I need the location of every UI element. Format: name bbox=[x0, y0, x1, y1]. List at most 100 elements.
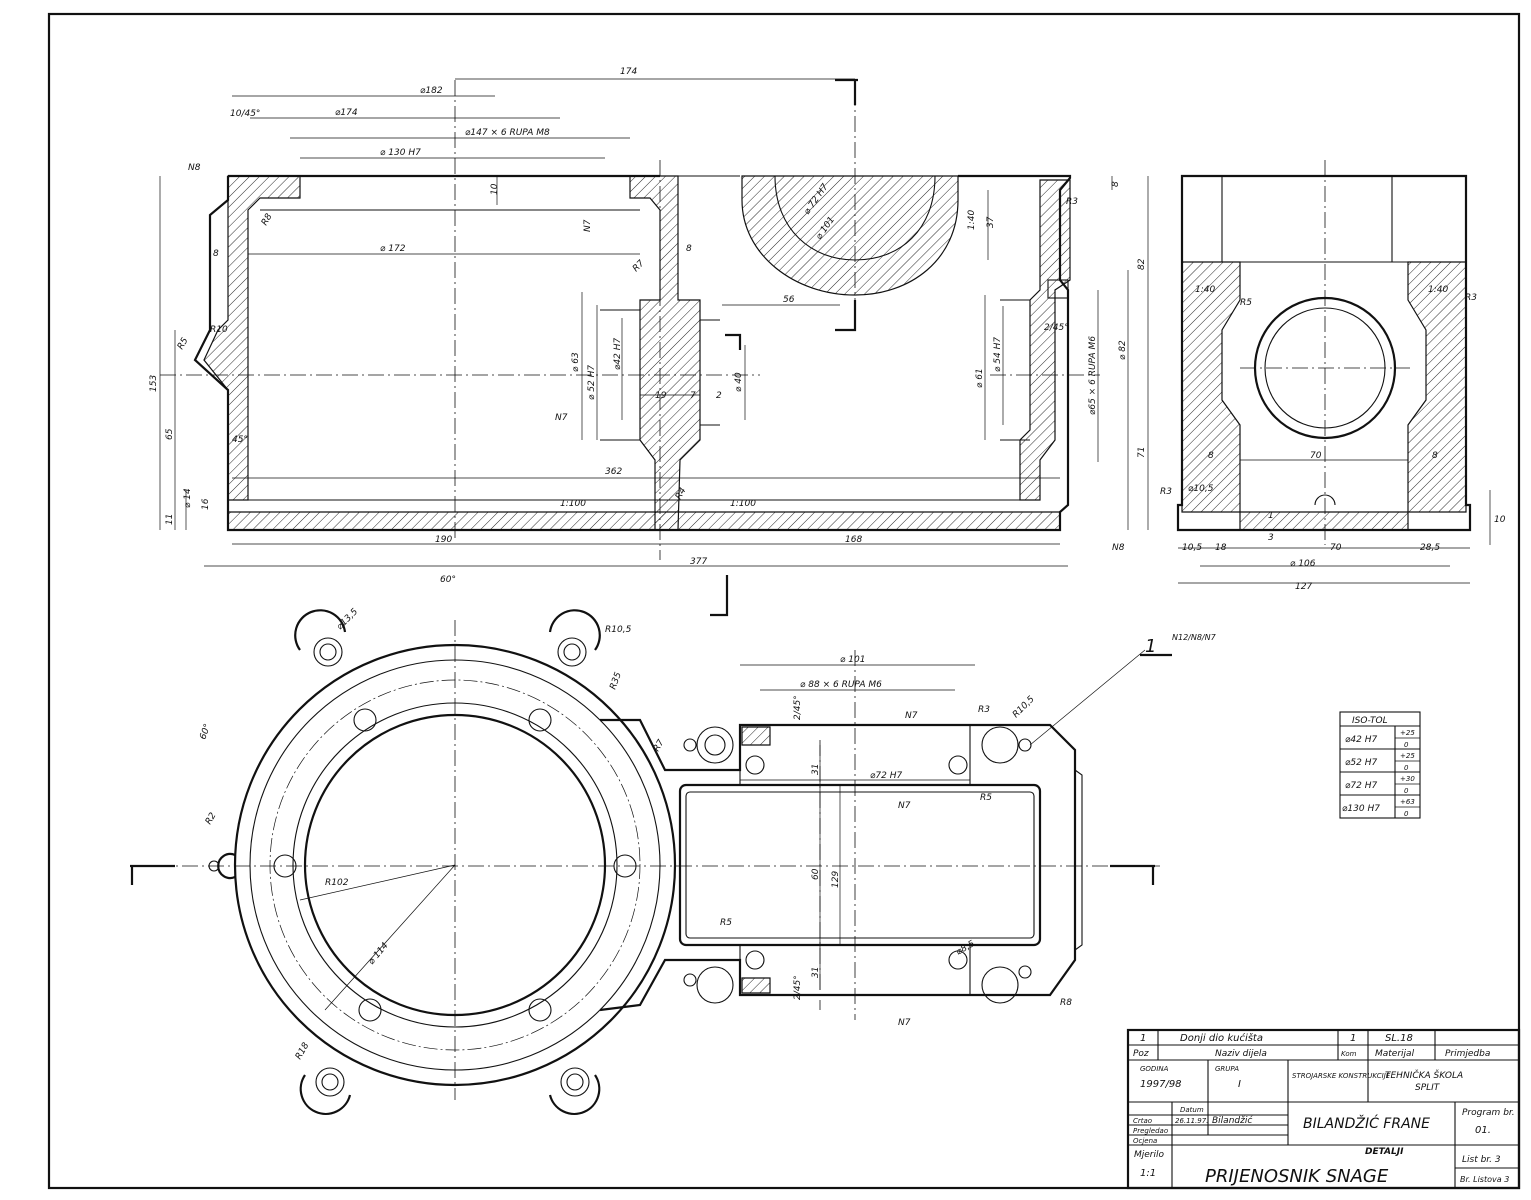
dim-168: 168 bbox=[845, 535, 862, 545]
plan-chamfer-b: 2/45° bbox=[793, 975, 803, 1000]
tb-col-kom: Kom bbox=[1341, 1050, 1357, 1058]
tb-sheet-ref: SL.18 bbox=[1385, 1033, 1413, 1044]
iso-row-lower: 0 bbox=[1404, 764, 1409, 772]
iso-tol-title: ISO-TOL bbox=[1352, 716, 1388, 726]
dim-362: 362 bbox=[605, 467, 622, 477]
iso-row-name: ⌀72 H7 bbox=[1345, 781, 1377, 791]
plan-holes-m6: ⌀ 88 × 6 RUPA M6 bbox=[800, 680, 882, 690]
plan-surface-n7a: N7 bbox=[905, 711, 918, 721]
plan-r-102: R102 bbox=[325, 878, 349, 888]
tb-title: PRIJENOSNIK SNAGE bbox=[1205, 1166, 1389, 1187]
dim-174: ⌀174 bbox=[335, 108, 358, 118]
plan-r-5: R5 bbox=[980, 793, 992, 803]
side-taper-2: 1:40 bbox=[1428, 285, 1448, 295]
tb-col-name: Naziv dijela bbox=[1215, 1049, 1267, 1059]
side-r-5: R5 bbox=[1240, 298, 1252, 308]
dim-61: ⌀ 61 bbox=[975, 368, 985, 388]
dim-63: ⌀ 63 bbox=[571, 352, 581, 372]
plan-r-35: R35 bbox=[608, 671, 624, 691]
side-dim-h10: 10 bbox=[1494, 515, 1506, 525]
iso-row-lower: 0 bbox=[1404, 810, 1409, 818]
plan-ang-60b: 60° bbox=[198, 723, 213, 741]
dim-2: 2 bbox=[716, 391, 722, 401]
tb-qty2: 1 bbox=[1350, 1033, 1356, 1044]
iso-row-upper: +25 bbox=[1400, 729, 1415, 737]
side-dim-106: ⌀ 106 bbox=[1290, 559, 1316, 569]
dim-174-top: 174 bbox=[620, 67, 637, 77]
dim-40: ⌀ 40 bbox=[734, 372, 744, 392]
plan-surface-n7c: N7 bbox=[898, 1018, 911, 1028]
tb-crtao: Crtao bbox=[1133, 1117, 1152, 1125]
dim-v10: 10 bbox=[490, 183, 500, 195]
tb-program-label: Program br. bbox=[1462, 1108, 1515, 1118]
tb-part-name: Donji dio kućišta bbox=[1180, 1032, 1263, 1044]
side-dim-8a: 8 bbox=[1208, 451, 1214, 461]
side-dim-h1: 1 bbox=[1268, 511, 1274, 521]
dim-54: ⌀ 54 H7 bbox=[993, 337, 1003, 372]
dim-v82: 82 bbox=[1137, 258, 1147, 270]
plan-dim-129: 129 bbox=[831, 871, 841, 888]
plan-dim-101: ⌀ 101 bbox=[840, 655, 865, 665]
plan-r-18: R18 bbox=[294, 1041, 312, 1062]
side-dim-70: 70 bbox=[1310, 451, 1322, 461]
section-symbols: N12/N8/N7 bbox=[1172, 633, 1217, 642]
dim-14: ⌀ 14 bbox=[183, 488, 193, 508]
side-dim-b10-5: 10,5 bbox=[1182, 543, 1202, 553]
iso-row-upper: +63 bbox=[1400, 798, 1415, 806]
dim-56: 56 bbox=[783, 295, 795, 305]
front-section-view: 174 ⌀182 10/45° ⌀174 ⌀147 × 6 RUPA M8 ⌀ … bbox=[149, 67, 1149, 617]
section-marker: 1 bbox=[1145, 636, 1156, 657]
dim-153: 153 bbox=[149, 375, 159, 392]
tb-author: BILANDŽIĆ FRANE bbox=[1303, 1114, 1430, 1132]
surface-n7b: N7 bbox=[555, 413, 568, 423]
plan-r-10-5: R10,5 bbox=[605, 625, 632, 635]
iso-row-lower: 0 bbox=[1404, 741, 1409, 749]
dim-42: ⌀42 H7 bbox=[613, 338, 623, 370]
tb-detalji: DETALJI bbox=[1365, 1147, 1404, 1157]
plan-dim-114: ⌀ 114 bbox=[367, 941, 391, 967]
surface-n8b: N8 bbox=[1112, 543, 1125, 553]
plan-r-2: R2 bbox=[204, 811, 219, 827]
dim-16: 16 bbox=[201, 498, 211, 510]
dim-65: 65 bbox=[165, 428, 175, 440]
plan-chamfer: 2/45° bbox=[793, 695, 803, 720]
tb-col-pos: Poz bbox=[1133, 1049, 1149, 1059]
side-dim-127: 127 bbox=[1295, 582, 1312, 592]
dim-172: ⌀ 172 bbox=[380, 244, 406, 254]
r-10: R10 bbox=[210, 325, 228, 335]
iso-row-name: ⌀52 H7 bbox=[1345, 758, 1377, 768]
r-5: R5 bbox=[176, 336, 191, 352]
tb-grupa-label: GRUPA bbox=[1215, 1065, 1239, 1073]
dim-82: ⌀ 82 bbox=[1118, 340, 1128, 360]
side-dim-8b: 8 bbox=[1432, 451, 1438, 461]
title-block: 1 Donji dio kućišta 1 SL.18 Poz Naziv di… bbox=[1126, 1028, 1521, 1190]
side-r-3: R3 bbox=[1160, 487, 1172, 497]
dim-7: 7 bbox=[690, 391, 696, 401]
surface-n8: N8 bbox=[188, 163, 201, 173]
dim-v71: 71 bbox=[1137, 447, 1147, 458]
r-7: R7 bbox=[631, 258, 647, 274]
plan-r-7: R7 bbox=[652, 738, 667, 754]
taper-2: 1:100 bbox=[730, 499, 756, 509]
plan-r-5b: R5 bbox=[720, 918, 732, 928]
dim-190: 190 bbox=[435, 535, 452, 545]
drawing-border bbox=[47, 12, 1521, 1190]
dim-377: 377 bbox=[690, 557, 707, 567]
tb-grupa: I bbox=[1238, 1079, 1241, 1090]
side-r-3b: R3 bbox=[1465, 293, 1477, 303]
side-taper-1: 1:40 bbox=[1195, 285, 1215, 295]
iso-row-lower: 0 bbox=[1404, 787, 1409, 795]
plan-surface-n7b: N7 bbox=[898, 801, 911, 811]
tb-ocjena: Ocjena bbox=[1133, 1137, 1157, 1145]
tb-city: SPLIT bbox=[1415, 1083, 1441, 1093]
plan-r-8: R8 bbox=[1060, 998, 1072, 1008]
tb-col-material: Materijal bbox=[1375, 1049, 1415, 1059]
side-dim-b28-5: 28,5 bbox=[1420, 543, 1440, 553]
tb-br-listova: Br. Listova 3 bbox=[1460, 1175, 1509, 1184]
dim-8a: 8 bbox=[213, 249, 219, 259]
tb-crtao-sign: Bilandžić bbox=[1212, 1115, 1253, 1126]
side-section-view: 70 8 8 ⌀10,5 R3 R5 R3 1:40 1:40 10,5 18 … bbox=[1160, 160, 1506, 592]
iso-row-name: ⌀130 H7 bbox=[1342, 804, 1380, 814]
tb-mjerilo: 1:1 bbox=[1140, 1168, 1156, 1179]
